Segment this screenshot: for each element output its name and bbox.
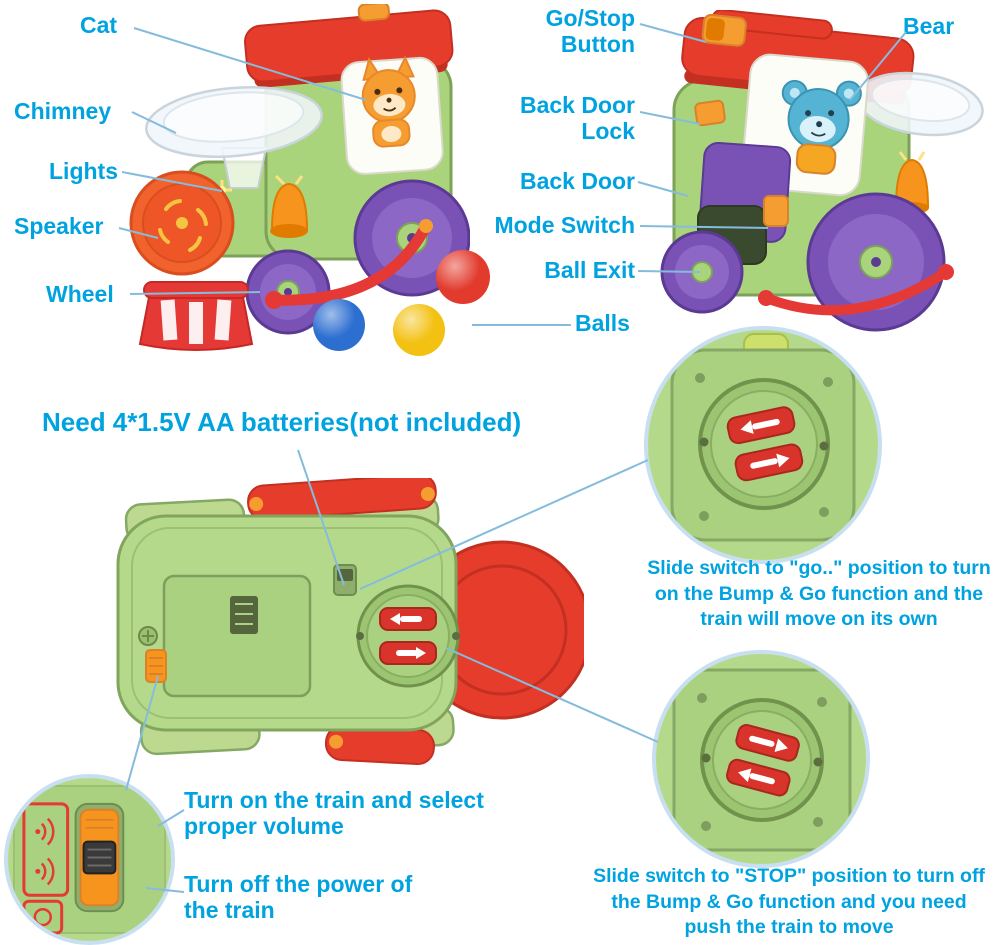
label-chimney: Chimney: [14, 98, 112, 124]
power-off-instruction: Turn off the power of the train: [184, 871, 413, 924]
battery-door: [162, 574, 312, 698]
left-wheel: [660, 230, 744, 314]
bear-panel: [741, 53, 869, 197]
label-back-door: Back Door: [519, 168, 635, 194]
label-back-door-lock: Back Door Lock: [519, 92, 635, 144]
stop-switch-inset: [652, 650, 870, 868]
label-lights: Lights: [49, 158, 118, 184]
volume-switch-inset: [4, 774, 175, 945]
go-instruction: Slide switch to "go.." position to turn …: [647, 557, 991, 631]
volume-icon: [22, 802, 70, 897]
train-front-illustration: [129, 4, 470, 351]
volume-slider-icon: [74, 802, 125, 913]
cowcatcher: [138, 281, 254, 351]
go-switch-closeup: [648, 330, 878, 560]
screw-icon: [138, 626, 158, 646]
chimney-funnel: [145, 86, 323, 189]
train-back-illustration: [660, 10, 984, 332]
stop-instruction: Slide switch to "STOP" position to turn …: [593, 865, 985, 939]
label-mode-switch: Mode Switch: [494, 212, 635, 238]
go-stop-button-icon: [701, 13, 747, 47]
back-door-lock-icon: [694, 99, 726, 127]
dome-light-icon: [270, 174, 309, 238]
go-switch-inset: [644, 326, 882, 564]
blue-ball: [313, 299, 365, 351]
volume-instruction: Turn on the train and select proper volu…: [184, 787, 484, 840]
label-balls: Balls: [575, 310, 630, 336]
label-go-stop-button: Go/Stop Button: [545, 5, 635, 57]
yellow-ball: [393, 304, 445, 356]
bottom-switch-cover: [356, 584, 460, 688]
cat-panel: [340, 55, 444, 175]
handle-bar-rear: [324, 725, 435, 765]
roof-button-icon: [357, 4, 390, 22]
label-ball-exit: Ball Exit: [544, 257, 635, 283]
handle-bar: [265, 219, 433, 309]
label-wheel: Wheel: [46, 281, 114, 307]
battery-note: Need 4*1.5V AA batteries(not included): [42, 407, 522, 437]
speaker-icon: [129, 170, 235, 276]
label-speaker: Speaker: [14, 213, 104, 239]
volume-switch-closeup: [8, 778, 171, 941]
label-bear: Bear: [903, 13, 955, 39]
stop-switch-closeup: [656, 654, 866, 864]
train-bottom-illustration: [116, 478, 584, 765]
mode-switch-icon: [763, 195, 789, 227]
handle-bar: [758, 264, 954, 316]
red-ball: [436, 250, 490, 304]
bear-face-icon: [781, 79, 862, 175]
label-cat: Cat: [80, 12, 118, 38]
small-switch-icon: [333, 564, 357, 596]
power-switch-icon: [145, 649, 167, 683]
big-wheel: [353, 179, 470, 297]
